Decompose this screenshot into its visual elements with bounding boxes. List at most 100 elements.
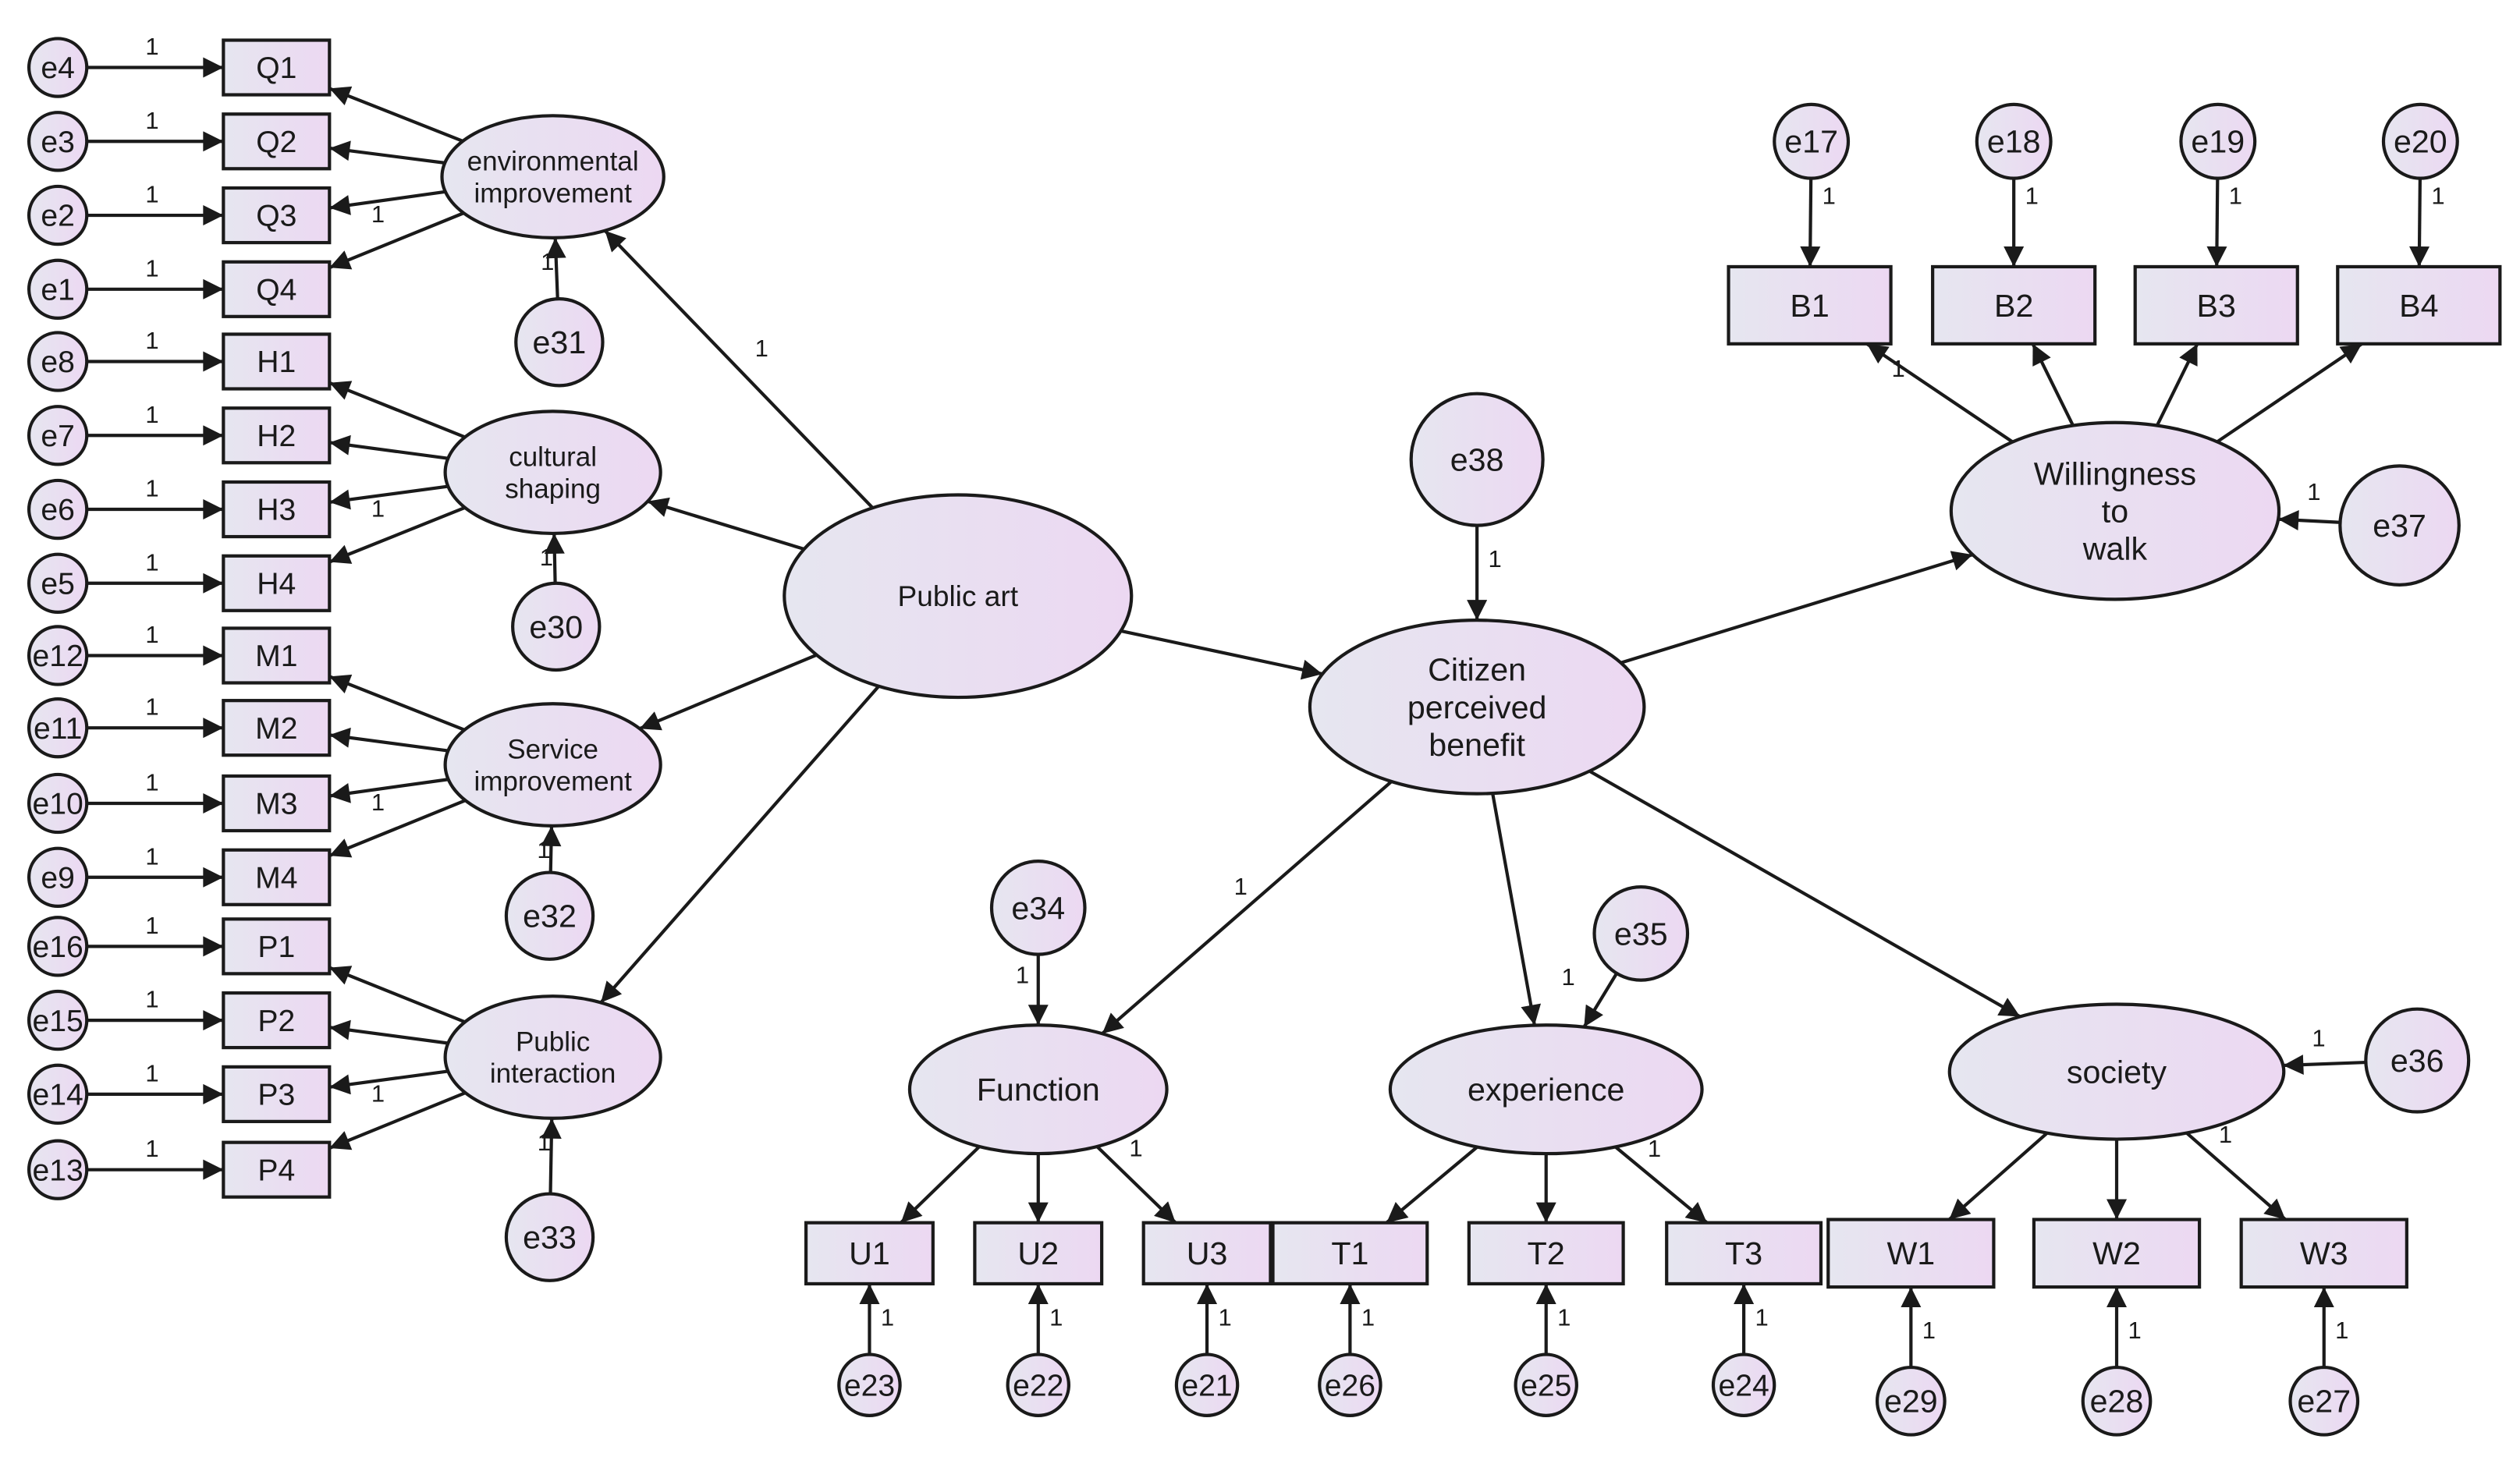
error-term-e10: e10 [27, 772, 89, 835]
node-label: Public [516, 1026, 590, 1057]
path-coefficient-label: 1 [371, 200, 385, 228]
error-term-e20: e20 [2381, 102, 2459, 180]
node-label: e26 [1325, 1369, 1375, 1402]
observed-variable-W3: W3 [2239, 1218, 2408, 1289]
node-label: e24 [1718, 1369, 1769, 1402]
latent-variable-exp: experience [1388, 1023, 1704, 1156]
node-label: e6 [41, 494, 75, 527]
path-arrow-pubart-to-cpb [1120, 629, 1323, 680]
path-coefficient-label: 1 [2307, 478, 2320, 505]
node-label: M3 [255, 788, 297, 821]
path-arrow-soc-to-W3 [2185, 1132, 2287, 1221]
node-label: H2 [257, 420, 296, 453]
node-label: e13 [33, 1154, 83, 1187]
node-label: Citizen [1428, 652, 1526, 688]
observed-variable-H3: H3 [222, 480, 332, 539]
error-term-e6: e6 [27, 478, 89, 541]
node-label: Public art [897, 580, 1018, 612]
path-arrow-e17-to-B1 [1800, 178, 1821, 267]
path-coefficient-label: 1 [145, 986, 158, 1013]
error-term-e16: e16 [27, 916, 89, 977]
node-label: perceived [1407, 689, 1547, 725]
path-arrow-pubart-to-serv [639, 653, 818, 731]
path-coefficient-label: 1 [1361, 1304, 1375, 1331]
path-arrow-serv-to-M2 [329, 727, 449, 753]
observed-variable-M2: M2 [222, 699, 332, 757]
path-arrow-pubart-to-pint [599, 685, 880, 1004]
node-label: M2 [255, 712, 297, 746]
node-label: e20 [2394, 124, 2447, 160]
path-coefficient-label: 1 [1561, 963, 1574, 991]
node-label: e22 [1013, 1369, 1063, 1402]
node-label: e12 [33, 640, 83, 673]
node-label: U2 [1017, 1235, 1059, 1271]
node-label: B1 [1790, 288, 1829, 324]
observed-variable-Q4: Q4 [222, 260, 332, 318]
node-label: e19 [2191, 124, 2245, 160]
node-label: e16 [33, 931, 83, 964]
error-term-e23: e23 [837, 1352, 902, 1417]
path-arrow-serv-to-M1 [328, 674, 466, 732]
node-label: W2 [2092, 1235, 2141, 1271]
error-term-e22: e22 [1006, 1352, 1070, 1417]
error-term-e7: e7 [27, 405, 89, 466]
path-coefficient-label: 1 [145, 1059, 158, 1086]
path-coefficient-label: 1 [371, 1079, 385, 1107]
observed-variable-M3: M3 [222, 774, 332, 833]
node-label: interaction [490, 1058, 616, 1089]
path-coefficient-label: 1 [1557, 1304, 1571, 1331]
node-label: e11 [34, 712, 82, 746]
error-term-e4: e4 [27, 37, 89, 98]
node-label: T3 [1725, 1235, 1762, 1271]
node-label: Q1 [256, 51, 296, 85]
node-label: Q4 [256, 273, 296, 307]
path-arrow-pint-to-P4 [328, 1091, 467, 1150]
path-arrow-env-to-Q3 [329, 190, 446, 215]
path-coefficient-label: 1 [1922, 1317, 1936, 1344]
node-label: U1 [849, 1235, 890, 1271]
node-label: M1 [255, 640, 297, 673]
path-coefficient-label: 1 [2025, 183, 2039, 210]
observed-variable-B2: B2 [1931, 264, 2097, 346]
node-label: e18 [1987, 124, 2041, 160]
observed-variable-H1: H1 [222, 332, 332, 391]
node-label: benefit [1429, 727, 1525, 763]
node-label: e35 [1614, 916, 1668, 952]
node-label: improvement [474, 178, 632, 208]
observed-variable-P2: P2 [222, 991, 332, 1050]
path-arrow-env-to-Q4 [328, 211, 465, 270]
node-label: shaping [505, 473, 601, 504]
node-label: P3 [257, 1079, 295, 1112]
path-arrow-func-to-U1 [900, 1145, 981, 1225]
path-coefficient-label: 1 [371, 494, 385, 522]
path-arrow-pubart-to-env [603, 229, 875, 509]
node-label: e15 [33, 1005, 83, 1038]
node-label: P2 [257, 1005, 295, 1038]
path-coefficient-label: 1 [1049, 1304, 1063, 1331]
observed-variable-P4: P4 [222, 1140, 332, 1199]
node-label: U3 [1187, 1235, 1228, 1271]
path-coefficient-label: 1 [2128, 1317, 2141, 1344]
path-coefficient-label: 1 [1892, 355, 1905, 382]
latent-variable-pubart: Public art [783, 493, 1134, 700]
node-label: W1 [1886, 1235, 1935, 1271]
path-arrow-pubart-to-cult [647, 497, 805, 551]
error-term-e30: e30 [511, 581, 602, 672]
node-label: H1 [257, 346, 296, 379]
error-term-e3: e3 [27, 111, 89, 172]
observed-variable-B4: B4 [2336, 264, 2502, 346]
path-arrow-serv-to-M3 [329, 778, 449, 803]
node-label: e29 [1884, 1384, 1938, 1420]
path-arrow-e32-to-serv [541, 825, 562, 873]
path-coefficient-label: 1 [145, 33, 158, 60]
path-coefficient-label: 1 [145, 842, 158, 870]
error-term-e35: e35 [1592, 885, 1690, 982]
path-arrow-e36-to-soc [2283, 1055, 2366, 1076]
node-label: Function [977, 1072, 1100, 1108]
node-label: e10 [33, 788, 83, 821]
path-arrow-soc-to-W1 [1947, 1132, 2049, 1221]
